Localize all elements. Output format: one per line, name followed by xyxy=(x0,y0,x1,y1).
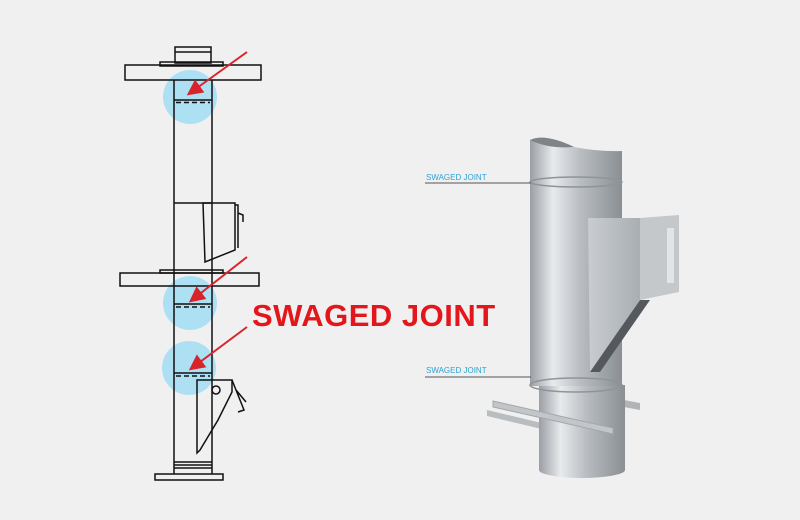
conveyor-line-drawing xyxy=(119,46,262,481)
highlight-circle xyxy=(162,341,216,395)
callout-label-lower: SWAGED JOINT xyxy=(426,366,487,375)
joint-arrows xyxy=(186,51,248,371)
callout-lines xyxy=(425,182,531,378)
highlight-circle xyxy=(163,276,217,330)
arrow-icon xyxy=(186,51,248,96)
arrow-icon xyxy=(188,256,248,303)
arrow-icon xyxy=(188,326,248,371)
swaged-joint-title: SWAGED JOINT xyxy=(252,298,496,333)
callout-label-upper: SWAGED JOINT xyxy=(426,173,487,182)
joint-highlight-circles xyxy=(162,70,217,395)
pipe-3d-render xyxy=(487,137,679,478)
highlight-circle xyxy=(163,70,217,124)
